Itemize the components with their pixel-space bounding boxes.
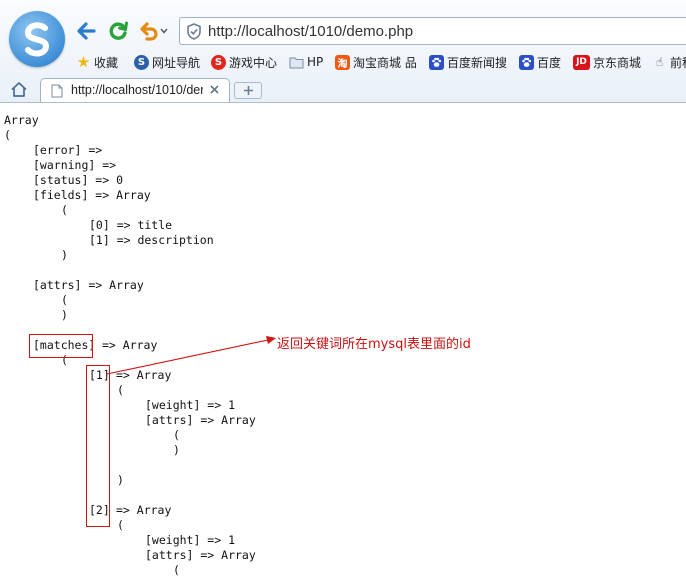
output-line: => Array xyxy=(102,338,158,352)
baidu-paw-icon xyxy=(519,54,534,70)
bookmark-baidu[interactable]: 百度 xyxy=(519,53,561,71)
tab-strip: http://localhost/1010/demo.php xyxy=(0,76,686,102)
output-line: ( xyxy=(117,518,124,532)
ids-highlight-box xyxy=(86,365,110,527)
page-icon xyxy=(51,84,63,98)
security-shield-icon xyxy=(187,23,201,40)
hand-icon: ☝ xyxy=(655,55,664,69)
baidu-paw-icon xyxy=(429,54,444,70)
sogou-logo-icon[interactable] xyxy=(9,11,65,67)
output-matches-key: [matches] xyxy=(33,338,96,352)
output-line: ( xyxy=(4,128,11,142)
address-text[interactable]: http://localhost/1010/demo.php xyxy=(208,23,414,40)
folder-icon xyxy=(289,55,304,70)
output-line: ) xyxy=(117,473,124,487)
bookmark-more[interactable]: ☝ 前科 xyxy=(652,53,686,71)
new-tab-button[interactable] xyxy=(234,82,262,99)
matches-highlight-box xyxy=(29,334,93,358)
browser-chrome: http://localhost/1010/demo.php ★ 收藏 S 网址… xyxy=(0,0,686,103)
output-line: ( xyxy=(61,203,68,217)
bookmark-jd[interactable]: JD 京东商城 xyxy=(573,53,641,71)
close-icon[interactable] xyxy=(209,84,220,95)
output-line: => Array xyxy=(116,503,172,517)
bookmark-hp[interactable]: HP xyxy=(289,53,323,71)
page-content: Array ( [error] => [warning] => [status]… xyxy=(0,103,686,577)
output-match-2-key: [2] xyxy=(89,503,110,517)
output-line-warning: [warning] => xyxy=(33,158,117,172)
output-line: ( xyxy=(117,383,124,397)
output-line-attrs: [attrs] => Array xyxy=(145,413,256,427)
bookmark-url-nav[interactable]: S 网址导航 xyxy=(134,53,200,71)
output-line: ( xyxy=(61,353,68,367)
jd-icon: JD xyxy=(573,54,590,70)
output-line-attrs: [attrs] => Array xyxy=(145,548,256,562)
output-line: ( xyxy=(173,563,180,577)
bookmark-game-center[interactable]: S 游戏中心 xyxy=(211,53,277,71)
output-line-attrs: [attrs] => Array xyxy=(33,278,144,292)
output-line-fields: [fields] => Array xyxy=(33,188,151,202)
undo-close-button[interactable] xyxy=(136,18,170,44)
game-icon: S xyxy=(211,54,226,70)
refresh-button[interactable] xyxy=(105,18,131,44)
output-line-weight: [weight] => 1 xyxy=(145,533,236,547)
address-bar[interactable]: http://localhost/1010/demo.php xyxy=(179,17,686,45)
tab-title: http://localhost/1010/demo.php xyxy=(71,83,203,97)
bookmark-taobao[interactable]: 淘 淘宝商城 品 xyxy=(335,53,417,71)
plus-icon xyxy=(243,86,253,95)
bookmark-favorites[interactable]: ★ 收藏 xyxy=(76,53,119,71)
taobao-icon: 淘 xyxy=(335,54,350,70)
output-line: Array xyxy=(4,113,39,127)
output-line: ) xyxy=(61,308,68,322)
output-line: ( xyxy=(61,293,68,307)
annotation-text: 返回关键词所在mysql表里面的id xyxy=(277,337,471,352)
bookmark-baidu-news[interactable]: 百度新闻搜 xyxy=(429,53,507,71)
annotation-arrow-icon xyxy=(106,336,276,375)
sogou-icon: S xyxy=(134,54,149,70)
output-line-status: [status] => 0 xyxy=(33,173,124,187)
undo-icon xyxy=(140,22,158,41)
output-line-field-0: [0] => title xyxy=(89,218,173,232)
back-button[interactable] xyxy=(73,18,99,44)
output-line-field-1: [1] => description xyxy=(89,233,214,247)
bookmarks-bar: ★ 收藏 S 网址导航 S 游戏中心 HP 淘 淘宝商城 品 百度新闻搜 xyxy=(0,51,686,73)
refresh-icon xyxy=(109,21,128,40)
output-match-1-key: [1] xyxy=(89,368,110,382)
output-line: ) xyxy=(173,443,180,457)
output-line-weight: [weight] => 1 xyxy=(145,398,236,412)
back-arrow-icon xyxy=(77,22,96,40)
output-line: ( xyxy=(173,428,180,442)
tab-demo-php[interactable]: http://localhost/1010/demo.php xyxy=(40,78,230,102)
home-icon[interactable] xyxy=(10,81,28,98)
output-line-error: [error] => xyxy=(33,143,103,157)
chevron-down-icon xyxy=(160,28,168,34)
star-icon: ★ xyxy=(76,53,91,71)
output-line: ) xyxy=(61,248,68,262)
